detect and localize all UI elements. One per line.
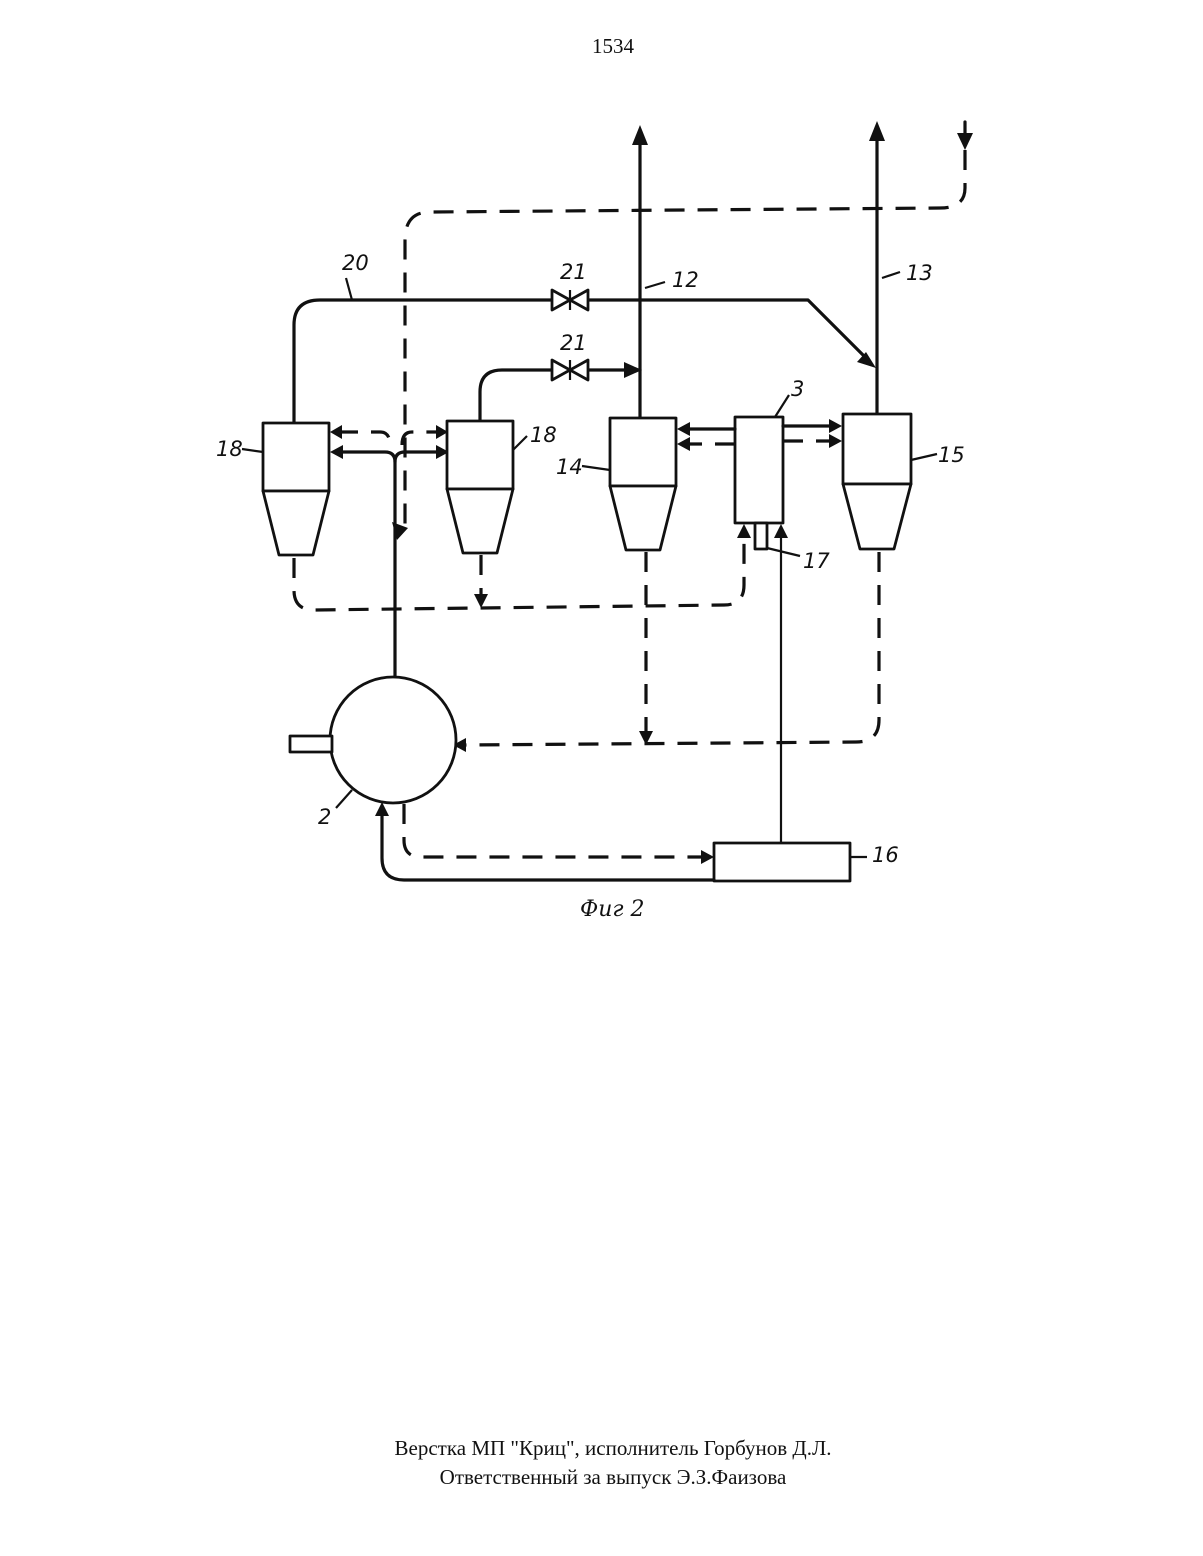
drum-16-lines [375,802,714,880]
label-18-left: 18 [216,437,243,461]
label-20: 20 [342,251,369,275]
cyclone-15 [843,414,911,549]
outlet-line-13 [869,121,885,414]
label-21-top: 21 [560,260,587,284]
label-18-right: 18 [530,423,557,447]
footer: Верстка МП "Криц", исполнитель Горбунов … [0,1434,1203,1492]
cyclone-18-right [447,421,513,553]
footer-line-1: Верстка МП "Криц", исполнитель Горбунов … [0,1434,1203,1463]
label-21-bottom: 21 [560,331,587,355]
outlet-line-12 [632,125,648,418]
drum-gas-line [330,445,449,676]
line-16-to-17 [774,524,788,843]
label-3: 3 [791,377,804,401]
label-14: 14 [556,455,583,479]
cyclone-18-underflow [294,524,751,610]
label-2: 2 [318,805,331,829]
label-12: 12 [672,268,699,292]
label-15: 15 [938,443,965,467]
valve-21-top [552,290,588,310]
cyclone-14-15-underflow [453,552,879,752]
label-17: 17 [803,549,830,573]
drum-2 [290,677,456,803]
label-13: 13 [906,261,933,285]
valve-21-bottom [552,360,588,380]
unit-16 [714,843,850,881]
figure-caption: Фиг 2 [580,897,645,922]
footer-line-2: Ответственный за выпуск Э.З.Фаизова [0,1463,1203,1492]
cyclone-18-left [263,423,329,555]
label-16: 16 [872,843,899,867]
cyclone-14 [610,418,676,550]
cyclone-18-dashed-link [330,425,448,445]
